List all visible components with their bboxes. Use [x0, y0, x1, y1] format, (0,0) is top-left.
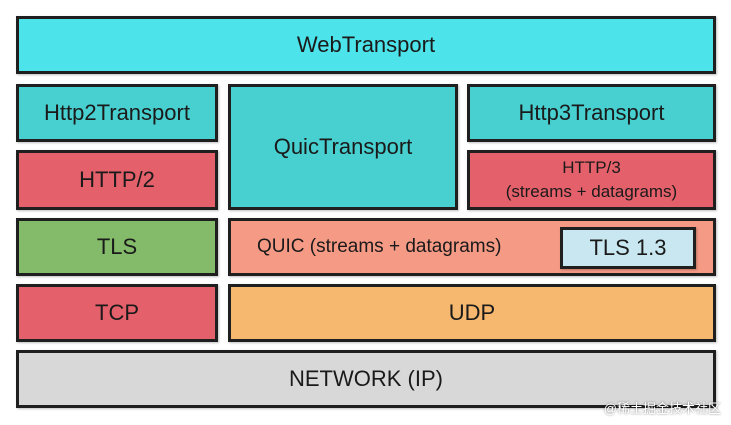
udp-layer: UDP	[228, 284, 716, 342]
webtransport-layer: WebTransport	[16, 16, 716, 74]
tls13-layer: TLS 1.3	[560, 227, 696, 269]
tls13-label: TLS 1.3	[589, 235, 667, 260]
http3-sublabel: (streams + datagrams)	[505, 182, 678, 201]
http3transport-label: Http3Transport	[518, 100, 665, 125]
quic-label: QUIC (streams + datagrams)	[257, 236, 502, 257]
http3-label: HTTP/3	[562, 158, 621, 177]
quictransport-label: QuicTransport	[273, 134, 413, 159]
tcp-layer: TCP	[16, 284, 218, 342]
network-layer: NETWORK (IP)	[16, 350, 716, 408]
http3transport-layer: Http3Transport	[467, 84, 716, 142]
watermark-text: @稀土掘金技术社区	[603, 401, 721, 416]
quictransport-layer: QuicTransport	[228, 84, 458, 210]
tls-layer: TLS	[16, 218, 218, 276]
network-label: NETWORK (IP)	[289, 366, 443, 391]
http2transport-layer: Http2Transport	[16, 84, 218, 142]
tcp-label: TCP	[95, 300, 139, 325]
http2-layer: HTTP/2	[16, 150, 218, 210]
tls-label: TLS	[96, 234, 138, 259]
webtransport-label: WebTransport	[296, 32, 436, 57]
http2transport-label: Http2Transport	[44, 100, 190, 125]
http3-layer: HTTP/3 (streams + datagrams)	[467, 150, 716, 210]
http2-label: HTTP/2	[79, 167, 155, 192]
udp-label: UDP	[448, 300, 496, 325]
